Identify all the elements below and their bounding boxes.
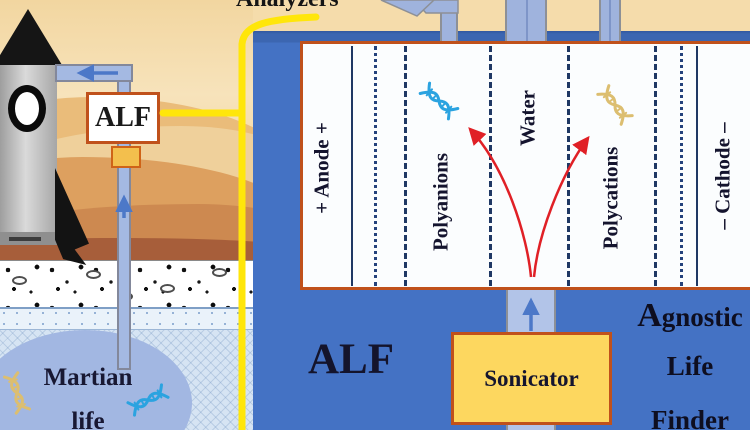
alf-valve-box xyxy=(111,146,141,168)
pebble-speck xyxy=(160,284,175,293)
pipe-seam xyxy=(526,0,528,46)
pipe-seam xyxy=(609,0,611,46)
alf-device-title: ALF xyxy=(308,336,394,383)
anode-label: + Anode + xyxy=(309,122,334,214)
fullname-agnostic: Agnostic xyxy=(637,297,743,334)
membrane-dashed-line xyxy=(489,46,492,286)
membrane-dashed-line xyxy=(404,46,407,286)
membrane-dashed-line xyxy=(567,46,570,286)
sonicator-box: Sonicator xyxy=(451,332,612,425)
membrane-dashed-line xyxy=(654,46,657,286)
membrane-dotted-line xyxy=(680,46,683,286)
analyzers-label: Analyzers xyxy=(236,0,366,13)
cathode-label: – Cathode – xyxy=(710,122,735,230)
polycations-label: Polycations xyxy=(598,146,623,250)
rocket-nose-cone xyxy=(0,9,62,65)
pebble-speck xyxy=(12,276,27,285)
pipe-elbow xyxy=(119,66,129,80)
fullname-life: Life xyxy=(666,351,714,381)
polyanions-label: Polyanions xyxy=(428,152,453,252)
rocket-base-marking xyxy=(9,237,41,241)
pebble-speck xyxy=(212,268,227,277)
rocket-window xyxy=(8,85,46,132)
membrane-dotted-line xyxy=(374,46,377,286)
anode-electrode-line xyxy=(351,46,353,286)
alf-unit-box: ALF xyxy=(86,92,160,144)
cathode-electrode-line xyxy=(696,46,698,286)
water-label: Water xyxy=(515,90,540,146)
martian-life-label-line2: life xyxy=(71,408,105,430)
analyzer-pipe-polyanions xyxy=(440,0,458,46)
pebble-speck xyxy=(86,270,101,279)
fullname-finder: Finder xyxy=(651,405,729,430)
